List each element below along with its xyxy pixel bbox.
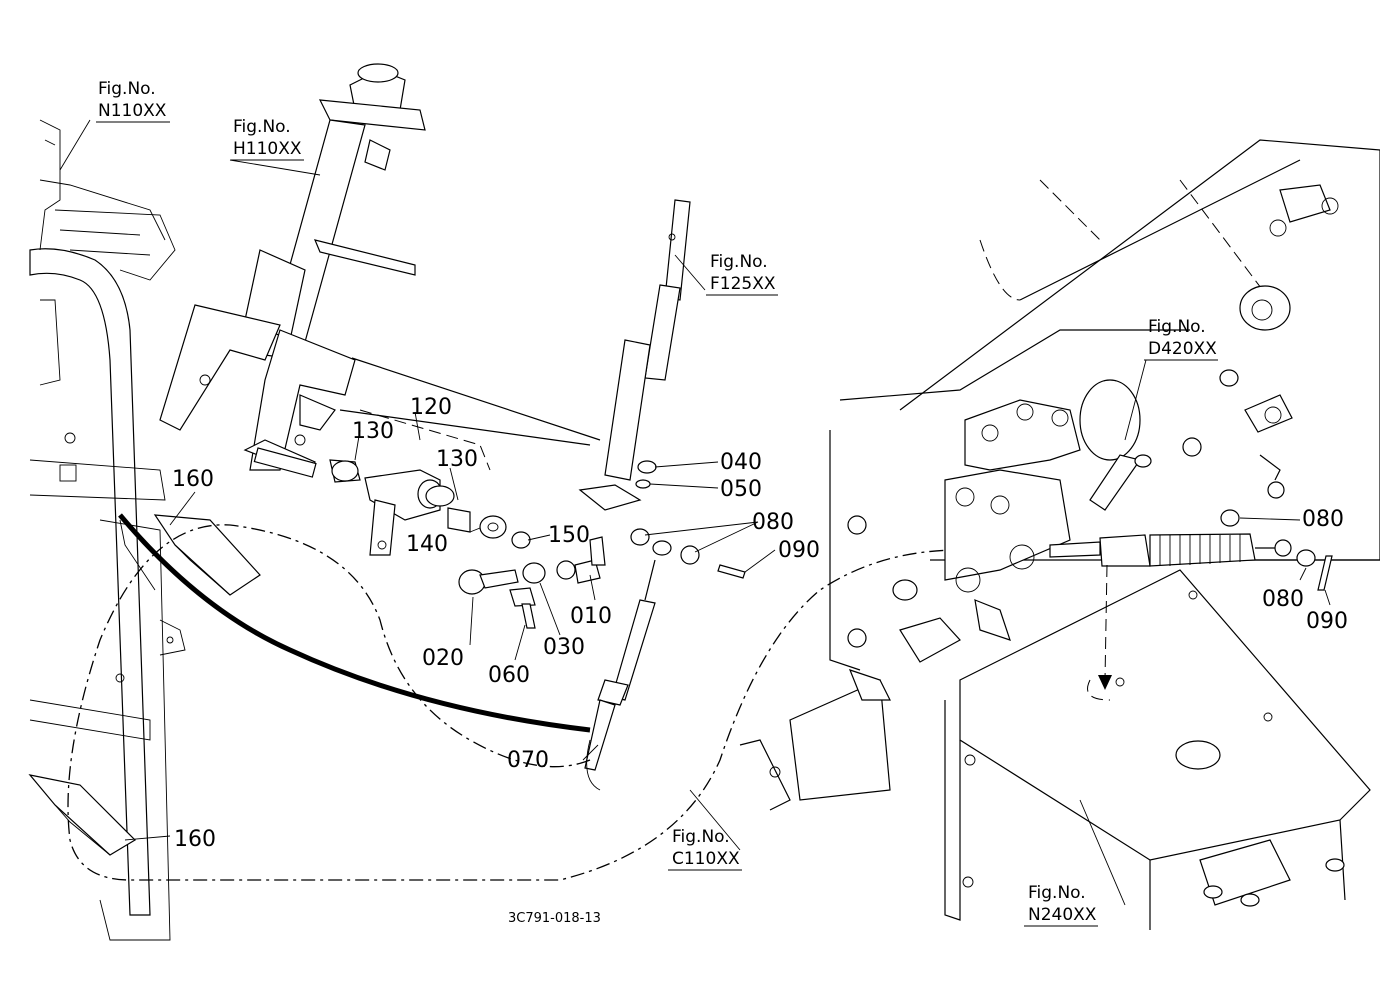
fig-ref-f125-line1: Fig.No. [710,252,768,272]
pedal-lower [28,774,136,856]
part-label-030: 030 [543,635,585,660]
small-hardware [630,528,746,579]
part-label-090-right: 090 [1306,609,1348,634]
fig-ref-c110-line2: C110XX [672,849,740,869]
transmission-housing [739,139,1380,930]
steering-column [159,63,601,471]
part-label-160-lower: 160 [174,827,216,852]
cable-end [1049,509,1333,701]
leader-lines [59,119,1331,906]
fig-ref-c110-line1: Fig.No. [672,827,730,847]
part-label-140: 140 [406,532,448,557]
fig-ref-h110: Fig.No. H110XX [231,117,304,161]
cable [67,513,961,881]
fig-ref-n110-line1: Fig.No. [98,79,156,99]
part-label-080-right-upper: 080 [1302,507,1344,532]
part-label-160-upper: 160 [172,467,214,492]
fig-ref-f125: Fig.No. F125XX [706,252,778,296]
drawing-code: 3C791-018-13 [508,911,601,926]
fig-ref-h110-line2: H110XX [233,139,302,159]
fig-ref-n240-line1: Fig.No. [1028,883,1086,903]
part-label-130-left: 130 [352,419,394,444]
part-label-050: 050 [720,477,762,502]
fig-ref-c110: Fig.No. C110XX [668,827,742,871]
fig-ref-d420-line2: D420XX [1148,339,1217,359]
part-label-010: 010 [570,604,612,629]
part-label-080-right-lower: 080 [1262,587,1304,612]
part-label-130-right: 130 [436,447,478,472]
shift-lever [578,199,691,511]
fig-ref-n110-line2: N110XX [98,101,167,121]
fig-ref-n110: Fig.No. N110XX [96,79,170,123]
fig-ref-n240: Fig.No. N240XX [1024,883,1098,927]
part-label-080-center: 080 [752,510,794,535]
part-label-150: 150 [548,523,590,548]
fig-ref-d420: Fig.No. D420XX [1144,317,1218,361]
part-label-120: 120 [410,395,452,420]
part-label-070: 070 [507,748,549,773]
fig-ref-d420-line1: Fig.No. [1148,317,1206,337]
part-label-060: 060 [488,663,530,688]
left-frame [29,119,186,941]
part-label-040: 040 [720,450,762,475]
part-label-090-center: 090 [778,538,820,563]
fig-ref-f125-line2: F125XX [710,274,776,294]
part-labels: 120 130 130 140 150 160 160 010 020 030 … [172,395,1348,852]
fig-ref-h110-line1: Fig.No. [233,117,291,137]
lever-assembly [243,409,531,556]
ball-joint-parts [458,536,606,629]
fig-ref-n240-line2: N240XX [1028,905,1097,925]
part-label-020: 020 [422,646,464,671]
